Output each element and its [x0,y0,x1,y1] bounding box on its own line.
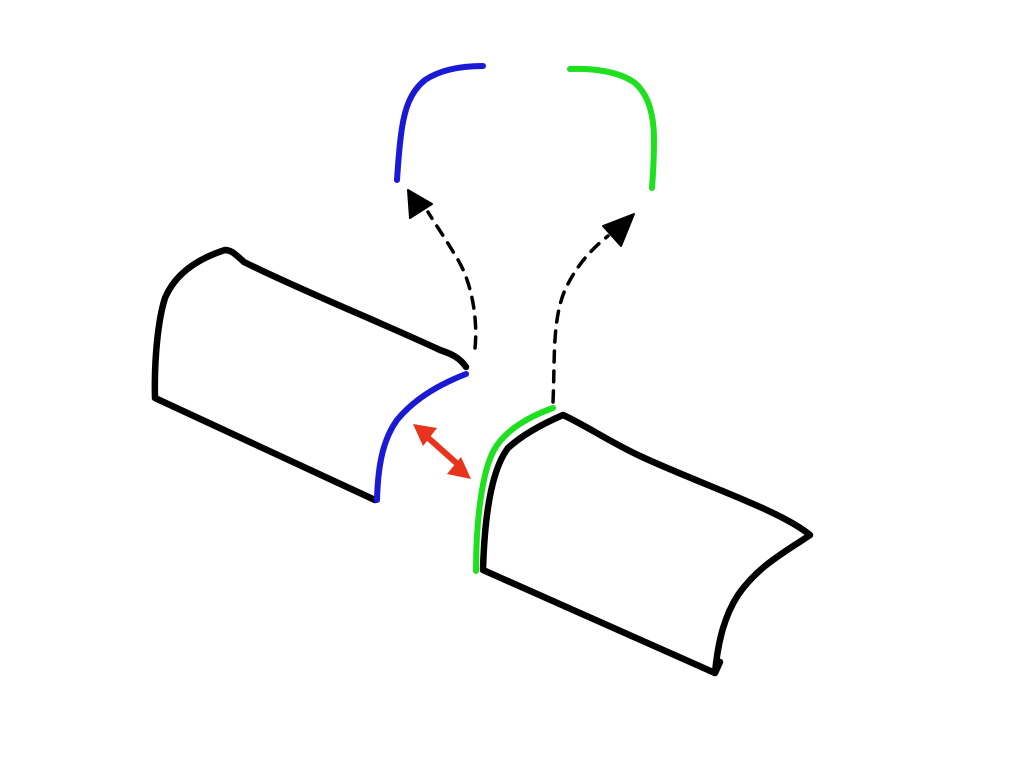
right-block-curved-edge [473,405,556,574]
left-dashed-arrow [407,189,478,350]
double-headed-gap-arrow [413,424,471,479]
blue-edge-profile [394,63,486,183]
gap-arrowhead-upper [413,424,437,446]
green-edge-profile [567,65,657,191]
left-dashed-arrow-line [426,210,478,350]
right-curved-block [479,411,814,677]
gap-arrowhead-lower [447,457,471,479]
right-dashed-arrowhead [602,213,635,247]
right-block-outline [479,411,814,677]
left-dashed-arrowhead [407,189,433,219]
right-dashed-arrow-line [551,234,610,404]
left-block-curved-edge [374,371,469,503]
gap-arrow-line [422,432,465,471]
left-block-outline [151,246,470,504]
left-curved-block [151,246,470,504]
right-dashed-arrow [551,213,635,404]
